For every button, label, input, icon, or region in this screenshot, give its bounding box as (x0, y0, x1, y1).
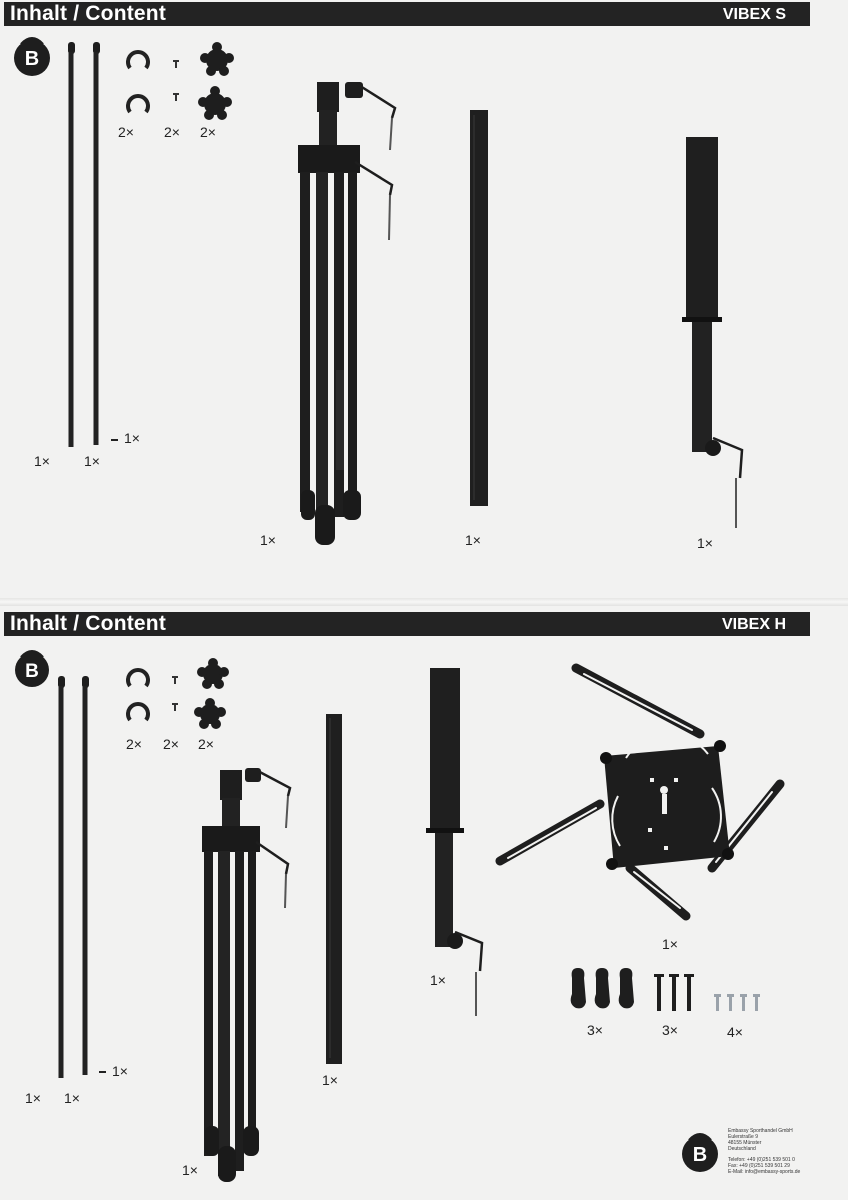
section-vibex-s: Inhalt / Content VIBEX S B (0, 0, 848, 598)
qty-adapter: 1× (430, 972, 446, 988)
model-name: VIBEX H (721, 616, 786, 633)
company-email: E-Mail: info@embassy-sports.de (728, 1169, 801, 1175)
wing-knob-icon (570, 968, 634, 1009)
qty-rod-cap: 1× (112, 1063, 128, 1079)
rod-left (58, 676, 65, 1078)
qty-small-screws: 4× (727, 1024, 743, 1040)
svg-text:B: B (693, 1144, 707, 1166)
svg-text:B: B (25, 661, 39, 682)
company-fax: Fax: +49 (0)251 539 501 29 (728, 1163, 790, 1169)
height-adapter (682, 137, 744, 528)
brand-logo-icon: B (682, 1133, 718, 1172)
screw-icon (173, 60, 179, 101)
qty-rod-right: 1× (84, 453, 100, 469)
center-pole (326, 714, 342, 1064)
company-country: Deutschland (728, 1146, 756, 1152)
qty-rod-left: 1× (25, 1090, 41, 1106)
qty-knob: 2× (198, 736, 214, 752)
bolt-icon (654, 974, 694, 1011)
knob-icon (194, 658, 229, 729)
small-screw-icon (714, 994, 760, 1011)
header-bar: Inhalt / Content VIBEX S (4, 2, 810, 26)
clamp-icon (126, 668, 150, 722)
parts-illustration-h: B (15, 650, 785, 1182)
model-name: VIBEX S (722, 6, 786, 23)
rod-cap (99, 1071, 106, 1073)
qty-pole: 1× (322, 1072, 338, 1088)
clamp-icon (126, 50, 150, 114)
qty-wing-knobs: 3× (587, 1022, 603, 1038)
company-address: Embassy Sporthandel GmbH Eulerstraße 9 4… (728, 1128, 838, 1175)
fold-divider (0, 598, 848, 606)
qty-tripod: 1× (182, 1162, 198, 1178)
brand-logo-icon: B (15, 650, 49, 687)
qty-screw: 2× (163, 736, 179, 752)
qty-rod-left: 1× (34, 453, 50, 469)
qty-clamp: 2× (126, 736, 142, 752)
qty-mount-plate: 1× (662, 936, 678, 952)
svg-text:B: B (25, 48, 39, 70)
qty-rod-right: 1× (64, 1090, 80, 1106)
screw-icon (172, 676, 178, 711)
qty-rod-cap: 1× (124, 430, 140, 446)
header-title: Inhalt / Content (10, 2, 167, 25)
tripod-stand (298, 82, 397, 545)
vesa-mount-plate (495, 663, 785, 921)
company-phone: Telefon: +49 (0)251 539 501 0 (728, 1157, 795, 1163)
tripod-stand (202, 768, 292, 1182)
section-vibex-h: Inhalt / Content VIBEX H B (0, 606, 848, 1200)
qty-bolts: 3× (662, 1022, 678, 1038)
parts-illustration-s: B (14, 37, 744, 545)
header-title: Inhalt / Content (10, 612, 167, 635)
company-name: Embassy Sporthandel GmbH (728, 1128, 793, 1134)
rod-right (82, 676, 89, 1075)
center-pole (470, 110, 488, 506)
company-street: Eulerstraße 9 (728, 1134, 759, 1140)
qty-tripod: 1× (260, 532, 276, 548)
qty-screw: 2× (164, 124, 180, 140)
rod-right (93, 42, 100, 445)
brand-logo-icon: B (14, 37, 50, 76)
qty-knob: 2× (200, 124, 216, 140)
knob-icon (198, 42, 234, 120)
header-bar: Inhalt / Content VIBEX H (4, 612, 810, 636)
qty-clamp: 2× (118, 124, 134, 140)
qty-pole: 1× (465, 532, 481, 548)
height-adapter (426, 668, 484, 1016)
qty-adapter: 1× (697, 535, 713, 551)
company-city: 48155 Münster (728, 1140, 762, 1146)
rod-left (68, 42, 75, 447)
rod-cap (111, 439, 118, 441)
